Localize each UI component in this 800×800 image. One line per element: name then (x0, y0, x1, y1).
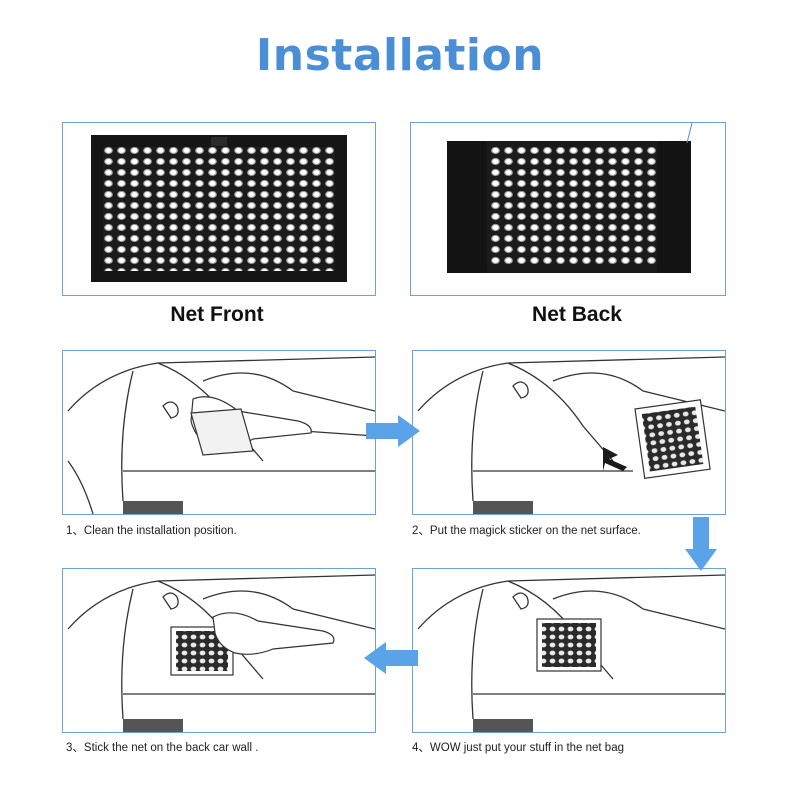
step-1-panel (62, 350, 376, 515)
step-2-illustration (417, 356, 725, 514)
step-4-caption: 4、WOW just put your stuff in the net bag (412, 742, 624, 754)
step-3-panel (62, 568, 376, 733)
net-front-panel (62, 122, 376, 296)
net-front-image (91, 135, 347, 282)
arrow-left-icon (364, 642, 418, 674)
step-1-illustration (67, 356, 375, 514)
step-1-caption: 1、Clean the installation position. (66, 525, 237, 537)
step-4-illustration (417, 574, 725, 732)
step-3-illustration (67, 574, 375, 732)
arrow-down-icon (685, 517, 717, 571)
net-back-label: Net Back (532, 303, 622, 326)
arrow-right-icon (366, 415, 420, 447)
page-title: Installation (255, 30, 545, 81)
step-4-panel (412, 568, 726, 733)
step-2-panel (412, 350, 726, 515)
net-back-image (447, 123, 693, 273)
net-front-label: Net Front (170, 303, 264, 326)
step-3-caption: 3、Stick the net on the back car wall . (66, 742, 259, 754)
step-2-caption: 2、Put the magick sticker on the net surf… (412, 525, 641, 537)
net-back-panel (410, 122, 726, 296)
